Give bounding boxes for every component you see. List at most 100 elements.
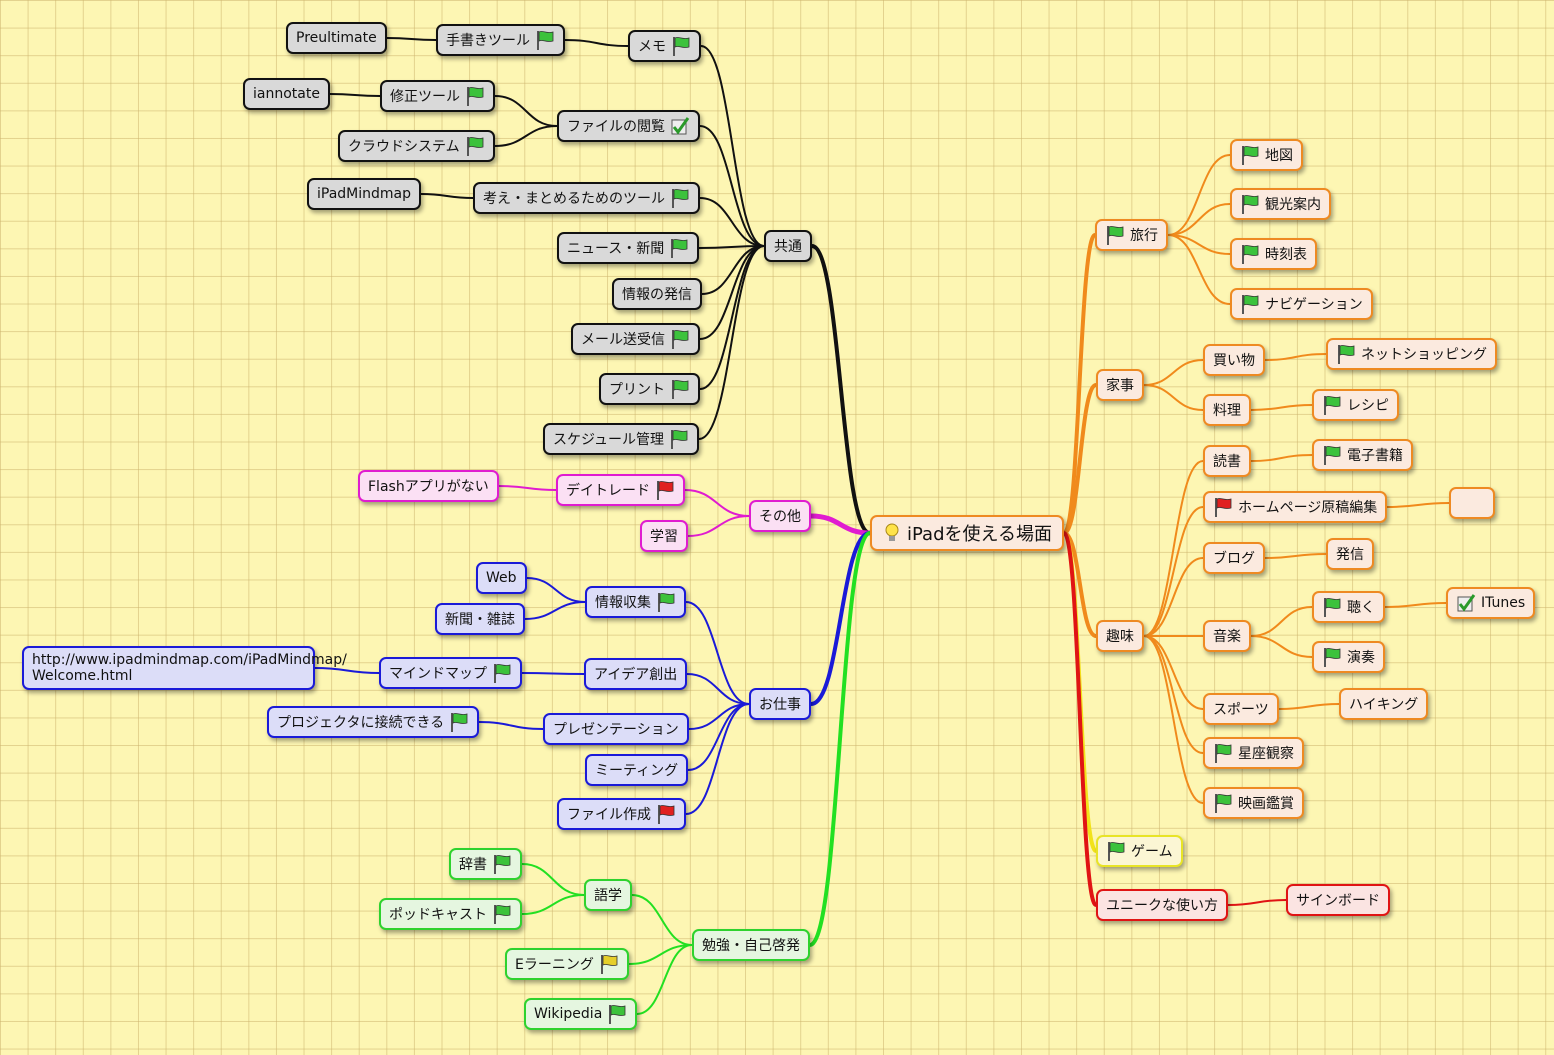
node-kyotsu[interactable]: 共通: [764, 230, 812, 262]
node-joho-hasshin[interactable]: 情報の発信: [612, 278, 702, 310]
node-label: マインドマップ: [389, 666, 487, 682]
node-label: ポッドキャスト: [389, 907, 487, 923]
node-label: ネットショッピング: [1361, 347, 1487, 363]
node-shinbun-zasshi[interactable]: 新聞・雑誌: [435, 603, 525, 635]
node-tegaki[interactable]: 手書きツール: [436, 24, 565, 56]
root-node[interactable]: iPadを使える場面: [870, 515, 1064, 551]
link-kyotsu-file_etsuran: [699, 125, 765, 247]
node-web[interactable]: Web: [476, 562, 527, 594]
node-file-sakusei[interactable]: ファイル作成: [557, 798, 686, 830]
node-kanko[interactable]: 観光案内: [1230, 188, 1331, 220]
link-gogaku-podcast: [521, 894, 585, 915]
node-recipe[interactable]: レシピ: [1312, 389, 1399, 421]
node-kaji[interactable]: 家事: [1096, 369, 1144, 401]
node-schedule[interactable]: スケジュール管理: [543, 423, 700, 455]
node-chizu[interactable]: 地図: [1230, 139, 1303, 171]
node-game[interactable]: ゲーム: [1096, 835, 1183, 867]
node-eiga[interactable]: 映画鑑賞: [1203, 787, 1304, 819]
node-gogaku[interactable]: 語学: [584, 879, 632, 911]
node-wikipedia[interactable]: Wikipedia: [524, 998, 638, 1030]
node-ryori[interactable]: 料理: [1203, 394, 1251, 426]
green-flag-icon: [1240, 144, 1260, 166]
node-elearning[interactable]: Eラーニング: [505, 948, 629, 980]
node-itunes[interactable]: ITunes: [1446, 587, 1536, 619]
node-mail[interactable]: メール送受信: [571, 323, 700, 355]
node-label: ユニークな使い方: [1106, 898, 1218, 914]
node-seiza[interactable]: 星座観察: [1203, 737, 1304, 769]
node-memo[interactable]: メモ: [628, 30, 701, 62]
node-gakushu[interactable]: 学習: [640, 520, 688, 552]
link-shumi-eiga: [1143, 635, 1204, 804]
node-navi[interactable]: ナビゲーション: [1230, 288, 1373, 320]
node-print[interactable]: プリント: [599, 373, 700, 405]
node-flash[interactable]: Flashアプリがない: [358, 470, 499, 502]
node-url[interactable]: http://www.ipadmindmap.com/iPadMindmap/ …: [22, 646, 347, 690]
node-label: 情報収集: [595, 595, 651, 611]
node-kiku[interactable]: 聴く: [1312, 591, 1385, 623]
node-signboard[interactable]: サインボード: [1286, 884, 1390, 916]
node-benkyo[interactable]: 勉強・自己啓発: [692, 929, 810, 961]
node-blog[interactable]: ブログ: [1203, 542, 1265, 574]
node-label: 家事: [1106, 378, 1134, 394]
node-ensou[interactable]: 演奏: [1312, 641, 1385, 673]
link-shumi-homepage: [1143, 506, 1204, 637]
node-podcast[interactable]: ポッドキャスト: [379, 898, 522, 930]
node-jikoku[interactable]: 時刻表: [1230, 238, 1317, 270]
node-news[interactable]: ニュース・新聞: [557, 232, 700, 264]
node-mindmap[interactable]: マインドマップ: [379, 657, 522, 689]
node-cloud[interactable]: クラウドシステム: [338, 130, 495, 162]
link-ryoko-kanko: [1167, 203, 1231, 236]
node-empty[interactable]: [1449, 487, 1495, 519]
node-shusei[interactable]: 修正ツール: [380, 80, 495, 112]
node-sports[interactable]: スポーツ: [1203, 693, 1279, 725]
node-label: プロジェクタに接続できる: [277, 715, 445, 731]
link-oshigoto-meeting: [687, 703, 750, 771]
node-preultimate[interactable]: Preultimate: [286, 22, 387, 54]
link-shumi-blog: [1143, 557, 1204, 637]
node-label: 辞書: [459, 857, 487, 873]
node-netshop[interactable]: ネットショッピング: [1326, 338, 1497, 370]
node-daytrade[interactable]: デイトレード: [556, 474, 685, 506]
green-flag-icon: [1322, 646, 1342, 668]
link-oshigoto-file_sakusei: [685, 703, 750, 815]
node-unique[interactable]: ユニークな使い方: [1096, 889, 1228, 921]
link-mindmap-url: [314, 667, 380, 674]
node-denshi[interactable]: 電子書籍: [1312, 439, 1413, 471]
green-flag-icon: [1322, 394, 1342, 416]
node-idea[interactable]: アイデア創出: [584, 658, 688, 690]
link-oshigoto-idea: [686, 673, 750, 705]
node-oshigoto[interactable]: お仕事: [749, 688, 811, 720]
node-projector[interactable]: プロジェクタに接続できる: [267, 706, 480, 738]
node-shumi[interactable]: 趣味: [1096, 620, 1144, 652]
node-ryoko[interactable]: 旅行: [1095, 219, 1168, 251]
node-label: ニュース・新聞: [567, 241, 665, 257]
node-iannotate[interactable]: iannotate: [243, 78, 330, 110]
green-flag-icon: [535, 29, 555, 51]
node-dokusho[interactable]: 読書: [1203, 445, 1251, 477]
node-ipadmindmap[interactable]: iPadMindmap: [307, 178, 422, 210]
node-kangae[interactable]: 考え・まとめるためのツール: [473, 182, 700, 214]
link-homepage-empty: [1386, 502, 1450, 508]
node-file-etsuran[interactable]: ファイルの閲覧: [557, 110, 700, 142]
node-label: ミーティング: [595, 763, 679, 779]
node-kaimono[interactable]: 買い物: [1203, 344, 1265, 376]
node-label: デイトレード: [566, 483, 650, 499]
link-root-oshigoto: [810, 531, 871, 706]
node-label: プリント: [609, 382, 665, 398]
node-homepage[interactable]: ホームページ原稿編集: [1203, 491, 1388, 523]
link-blog-hasshin: [1264, 553, 1327, 559]
node-meeting[interactable]: ミーティング: [585, 754, 689, 786]
node-hiking[interactable]: ハイキング: [1339, 688, 1429, 720]
green-flag-icon: [670, 378, 690, 400]
node-label: 読書: [1213, 454, 1241, 470]
node-hasshin[interactable]: 発信: [1326, 538, 1374, 570]
node-jisho[interactable]: 辞書: [449, 848, 522, 880]
node-label: iannotate: [253, 86, 320, 102]
node-ongaku[interactable]: 音楽: [1203, 620, 1251, 652]
node-presen[interactable]: プレゼンテーション: [543, 713, 689, 745]
link-presen-projector: [478, 721, 544, 730]
node-joho-shushu[interactable]: 情報収集: [585, 586, 686, 618]
link-shumi-seiza: [1143, 635, 1204, 754]
link-ryoko-chizu: [1167, 154, 1231, 236]
node-sonota[interactable]: その他: [749, 500, 811, 532]
